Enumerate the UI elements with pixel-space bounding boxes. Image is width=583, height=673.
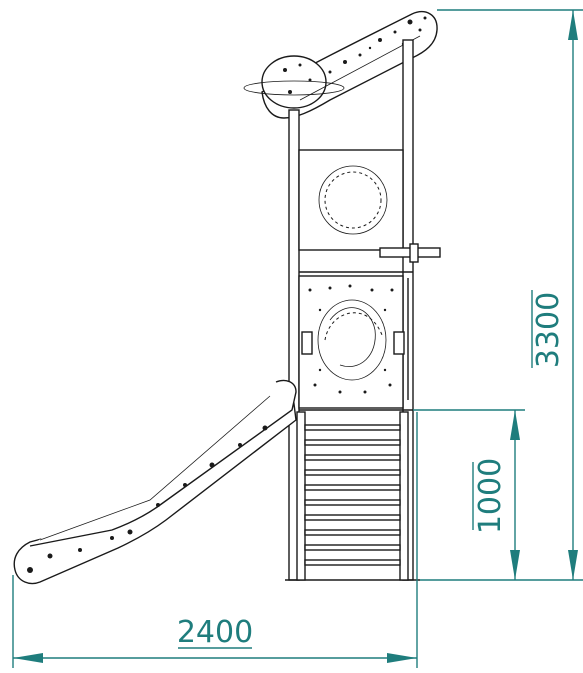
slide-bolts [27,425,268,573]
ladder [296,411,409,581]
planet-roof-panel [243,11,438,119]
dimension-total-width [12,412,418,668]
handle-bar [379,243,441,263]
total-width-label: 2400 [177,615,253,650]
platform-height-label: 1000 [473,458,508,534]
roof-speckles [283,16,427,94]
dimension-total-height [420,9,583,581]
dimension-platform-height [413,409,525,580]
slide [13,379,297,585]
wall-holds [308,284,394,394]
total-height-label: 3300 [531,292,566,368]
climbing-wall-panel [298,275,409,409]
ladder-rungs [304,424,401,566]
porthole-panel [298,149,404,251]
